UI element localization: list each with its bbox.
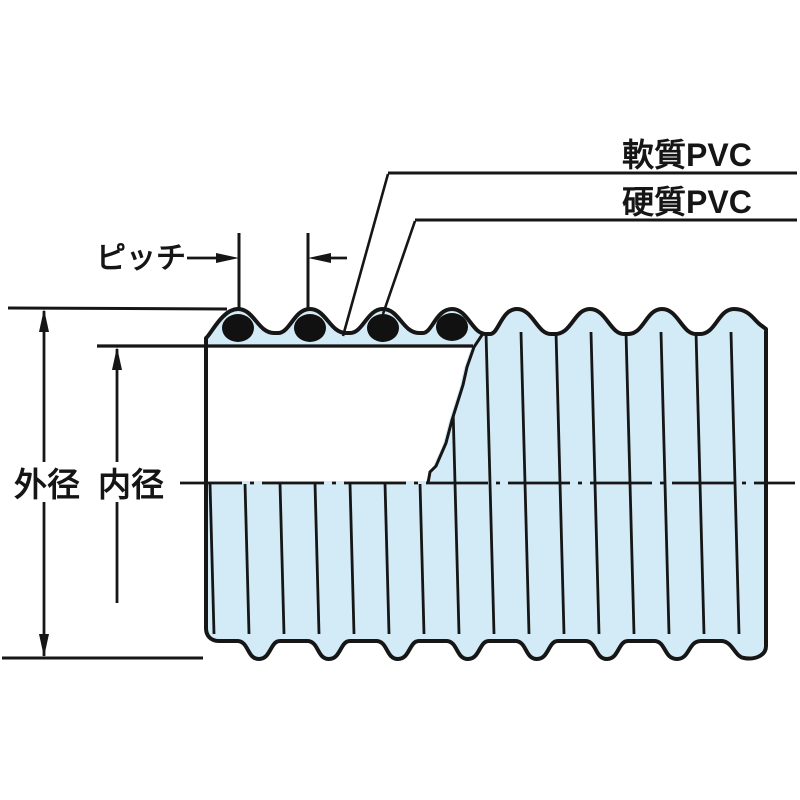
spiral-wire-dot [436, 313, 468, 341]
soft-pvc-label: 軟質PVC [622, 137, 752, 173]
pitch-label: ピッチ [96, 242, 186, 275]
arrow-up-icon [112, 347, 122, 370]
arrow-left-icon [308, 253, 331, 263]
outer-diameter-top-reference-line [7, 306, 228, 311]
callouts [341, 171, 797, 337]
outer-diameter-dimension [2, 306, 228, 660]
outer-diameter-label: 外径 [14, 466, 80, 503]
hard-pvc-spiral-dots [222, 313, 468, 342]
hard-pvc-label: 硬質PVC [622, 184, 752, 220]
pitch-dimension [187, 233, 347, 308]
spiral-wire-dot [294, 314, 326, 342]
arrow-right-icon [216, 253, 239, 263]
arrow-down-icon [39, 634, 49, 657]
soft-pvc-leader-line [341, 173, 390, 337]
torn-edge [426, 331, 486, 484]
spiral-wire-dot [367, 314, 399, 342]
inner-diameter-dimension [112, 347, 122, 603]
arrow-up-icon [39, 309, 49, 332]
bore-cutaway [208, 348, 471, 481]
inner-diameter-label: 内径 [98, 466, 164, 503]
hard-pvc-leader-line [381, 220, 417, 315]
spiral-wire-dot [222, 314, 254, 342]
